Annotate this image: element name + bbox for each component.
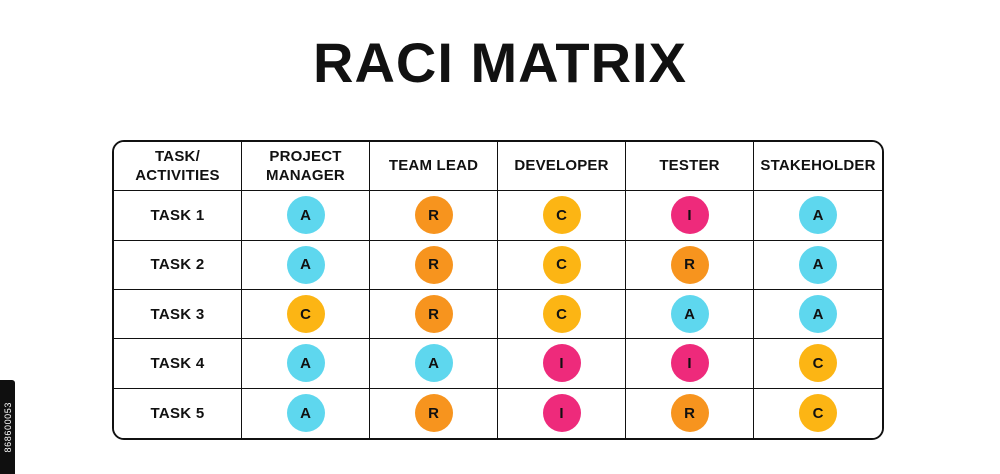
raci-marker: C [542, 245, 581, 284]
page-title: RACI MATRIX [313, 31, 687, 94]
raci-marker: C [542, 295, 581, 334]
raci-marker: A [414, 344, 453, 383]
matrix-cell: A [242, 339, 370, 389]
raci-marker: A [799, 245, 837, 284]
matrix-cell: I [626, 191, 754, 241]
raci-marker: A [799, 196, 837, 235]
matrix-cell: I [498, 388, 626, 438]
raci-marker: A [799, 295, 837, 334]
raci-marker: I [670, 196, 709, 235]
raci-marker: R [670, 394, 709, 433]
matrix-cell: C [498, 289, 626, 340]
matrix-cell: A [242, 240, 370, 290]
raci-marker: I [670, 344, 709, 383]
matrix-cell: I [498, 339, 626, 389]
raci-marker: I [542, 344, 581, 383]
raci-marker: R [414, 245, 453, 284]
task-label: TASK 3 [114, 289, 242, 340]
matrix-cell: A [242, 191, 370, 241]
raci-marker: A [286, 245, 325, 284]
matrix-cell: C [754, 388, 882, 438]
column-header-stakeholder: STAKEHOLDER [754, 142, 882, 192]
matrix-cell: R [370, 191, 498, 241]
column-header-developer: DEVELOPER [498, 142, 626, 192]
matrix-cell: A [754, 240, 882, 290]
matrix-cell: C [754, 339, 882, 389]
matrix-cell: R [370, 240, 498, 290]
column-header-team-lead: TEAM LEAD [370, 142, 498, 192]
column-header-project-manager: PROJECT MANAGER [242, 142, 370, 192]
raci-marker: A [286, 196, 325, 235]
raci-marker: R [414, 295, 453, 334]
matrix-cell: A [754, 191, 882, 241]
raci-marker: C [799, 394, 837, 433]
matrix-cell: A [626, 289, 754, 340]
raci-marker: R [414, 394, 453, 433]
raci-marker: A [286, 394, 325, 433]
raci-table: TASK/ ACTIVITIES PROJECT MANAGER TEAM LE… [112, 140, 884, 440]
task-label: TASK 2 [114, 240, 242, 290]
matrix-cell: R [626, 240, 754, 290]
matrix-cell: R [370, 388, 498, 438]
raci-marker: A [286, 344, 325, 383]
matrix-cell: C [242, 289, 370, 340]
matrix-cell: C [498, 191, 626, 241]
raci-marker: R [670, 245, 709, 284]
matrix-cell: I [626, 339, 754, 389]
task-label: TASK 5 [114, 388, 242, 438]
task-label: TASK 1 [114, 191, 242, 241]
raci-marker: C [799, 344, 837, 383]
matrix-cell: A [754, 289, 882, 340]
task-label: TASK 4 [114, 339, 242, 389]
matrix-cell: A [370, 339, 498, 389]
matrix-cell: R [370, 289, 498, 340]
raci-marker: C [286, 295, 325, 334]
raci-marker: I [542, 394, 581, 433]
raci-marker: A [670, 295, 709, 334]
matrix-cell: C [498, 240, 626, 290]
stock-id-watermark: 868600053 [0, 380, 15, 474]
matrix-cell: R [626, 388, 754, 438]
column-header-tester: TESTER [626, 142, 754, 192]
raci-marker: R [414, 196, 453, 235]
raci-marker: C [542, 196, 581, 235]
column-header-task-activities: TASK/ ACTIVITIES [114, 142, 242, 192]
matrix-cell: A [242, 388, 370, 438]
stock-id-text: 868600053 [2, 401, 13, 453]
